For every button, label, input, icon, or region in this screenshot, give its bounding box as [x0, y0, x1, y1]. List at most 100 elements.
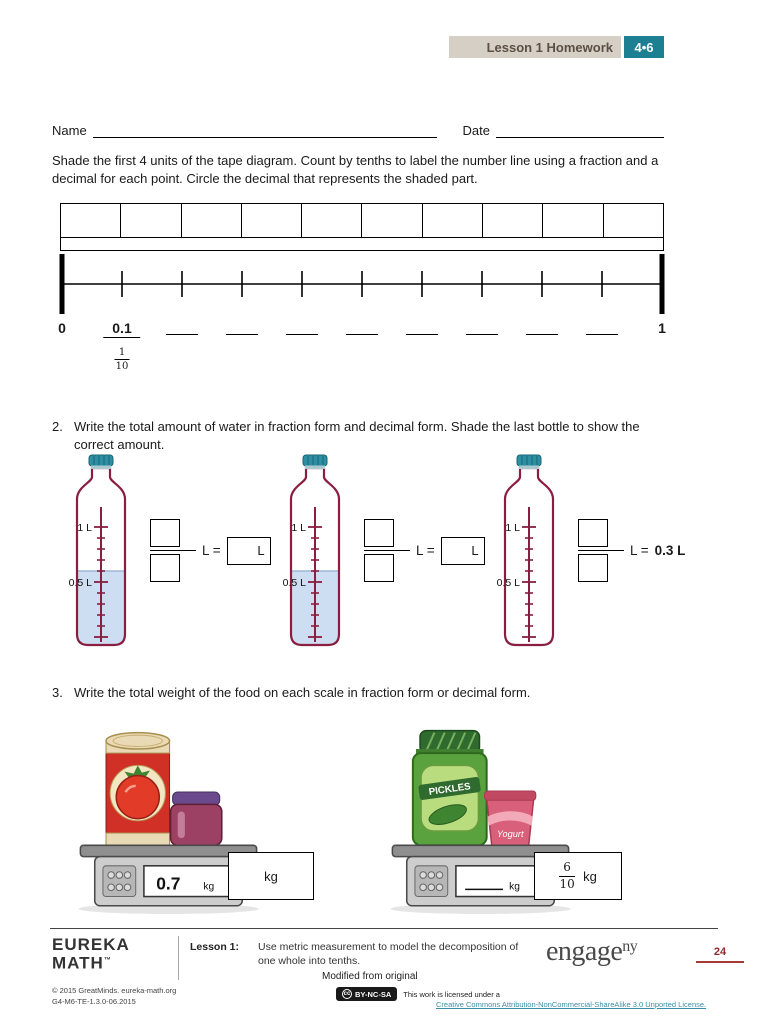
equals-label: L = [416, 543, 435, 558]
fraction-bar [364, 550, 410, 551]
modified-note: Modified from original [322, 971, 418, 982]
one-liter-label: 1 L [505, 522, 520, 534]
name-date-row: Name Date [52, 122, 664, 138]
numberline-first-decimal-label: 0.1 [103, 320, 141, 338]
scale-buttons-panel [102, 865, 137, 898]
tomato-can [105, 731, 171, 846]
license-intro-text: This work is licensed under a [403, 990, 500, 999]
half-liter-label: 0.5 L [497, 577, 521, 589]
numberline-answer-blank [466, 320, 498, 335]
numberline-answer-blank [286, 320, 318, 335]
tape-cell [362, 204, 423, 237]
page-number: 24 [696, 946, 744, 963]
fraction-denominator: 10 [559, 876, 575, 891]
tape-cell [121, 204, 182, 237]
numberline-answer-blank [526, 320, 558, 335]
tape-cell [604, 204, 663, 237]
engage-wordmark: engage [546, 936, 623, 967]
number-line [59, 254, 665, 314]
numberline-answer-blank [166, 320, 198, 335]
date-blank-line [496, 122, 664, 138]
six-tenths-fraction: 6 10 [559, 860, 576, 891]
question-3: 3. Write the total weight of the food on… [52, 684, 677, 702]
footer-lesson-label: Lesson 1: [190, 941, 240, 953]
tape-cell [483, 204, 544, 237]
eureka-logo-line2: MATH [52, 953, 104, 973]
scale-display [455, 865, 545, 898]
equals-label: L = [202, 543, 221, 558]
trademark-symbol: ™ [103, 957, 111, 964]
question-2-number: 2. [52, 419, 63, 434]
measurement-scale [522, 507, 536, 642]
water-bottle-illustration: 1 L 0.5 L [69, 454, 127, 647]
pickle [428, 804, 467, 825]
pickles-jar: PICKLES [411, 729, 488, 847]
footer-lesson-description: Use metric measurement to model the deco… [258, 941, 519, 967]
equals-label: L = [630, 543, 649, 558]
measurement-scale [308, 507, 322, 642]
decimal-answer-value: 0.3 L [654, 543, 686, 558]
tape-diagram [60, 203, 664, 238]
yogurt-label: Yogurt [497, 829, 524, 839]
name-blank-line [92, 122, 437, 138]
decimal-answer-box: L [226, 536, 271, 565]
half-liter-label: 0.5 L [69, 577, 93, 589]
one-tenth-fraction: 1 10 [114, 347, 130, 372]
question-3-number: 3. [52, 685, 63, 700]
right-scale-illustration: PICKLES Yogurt kg [390, 729, 571, 914]
copyright-line1: © 2015 GreatMinds. eureka-math.org [52, 986, 177, 995]
tape-strip [60, 238, 664, 251]
module-badge: 4•6 [624, 36, 664, 58]
scale-buttons [107, 871, 132, 892]
liter-unit-label: L [471, 543, 479, 558]
scale-display-value: 0.7 [156, 873, 180, 893]
name-label: Name [52, 123, 87, 138]
scale-body: kg [391, 844, 570, 907]
q1-instructions: Shade the first 4 units of the tape diag… [52, 153, 659, 186]
fraction-denominator-box [150, 554, 180, 582]
fraction-denominator-box [578, 554, 608, 582]
scale-display-unit: kg [203, 881, 214, 892]
numberline-labels: 0 0.1 1 1 10 [57, 320, 667, 390]
fraction-numerator: 6 [563, 860, 571, 875]
scale-display-unit: kg [509, 881, 520, 892]
fraction-answer-boxes [364, 519, 410, 582]
question-2: 2. Write the total amount of water in fr… [52, 418, 677, 453]
question-3-text: Write the total weight of the food on ea… [74, 685, 531, 700]
eureka-logo-line1: EUREKA [52, 935, 130, 954]
tomato [115, 774, 161, 820]
fraction-bar [578, 550, 624, 551]
jam-jar [169, 791, 223, 847]
page-header: Lesson 1 Homework 4•6 [449, 36, 664, 58]
water-bottle-illustration: 1 L 0.5 L [283, 454, 341, 647]
scale-display [143, 865, 233, 898]
numberline-answer-blank [346, 320, 378, 335]
numberline-answer-blank [226, 320, 258, 335]
date-label: Date [462, 123, 490, 138]
tape-cell [61, 204, 122, 237]
copyright-block: © 2015 GreatMinds. eureka-math.org G4-M6… [52, 986, 176, 1008]
tape-cell [242, 204, 303, 237]
numberline-answer-blank [406, 320, 438, 335]
license-link[interactable]: Creative Commons Attribution-NonCommerci… [436, 1000, 707, 1009]
fraction-numerator-box [150, 519, 180, 547]
kg-unit-label: kg [264, 868, 278, 884]
tape-cell [543, 204, 604, 237]
tape-cell [423, 204, 484, 237]
numberline-one-label: 1 [658, 320, 666, 336]
kg-unit-label: kg [583, 868, 597, 884]
liter-unit-label: L [257, 543, 265, 558]
footer-vertical-divider [178, 936, 179, 980]
numberline-zero-label: 0 [58, 320, 66, 336]
fraction-answer-boxes [150, 519, 196, 582]
scale-buttons [419, 871, 444, 892]
fraction-numerator-box [578, 519, 608, 547]
tape-cell [182, 204, 242, 237]
fraction-bar [559, 875, 576, 877]
water-bottle-illustration: 1 L 0.5 L [497, 454, 555, 647]
decimal-answer-box: L [440, 536, 485, 565]
fraction-numerator-box [364, 519, 394, 547]
license-row: cc BY-NC-SA This work is licensed under … [336, 987, 500, 1001]
fraction-bar [150, 550, 196, 551]
